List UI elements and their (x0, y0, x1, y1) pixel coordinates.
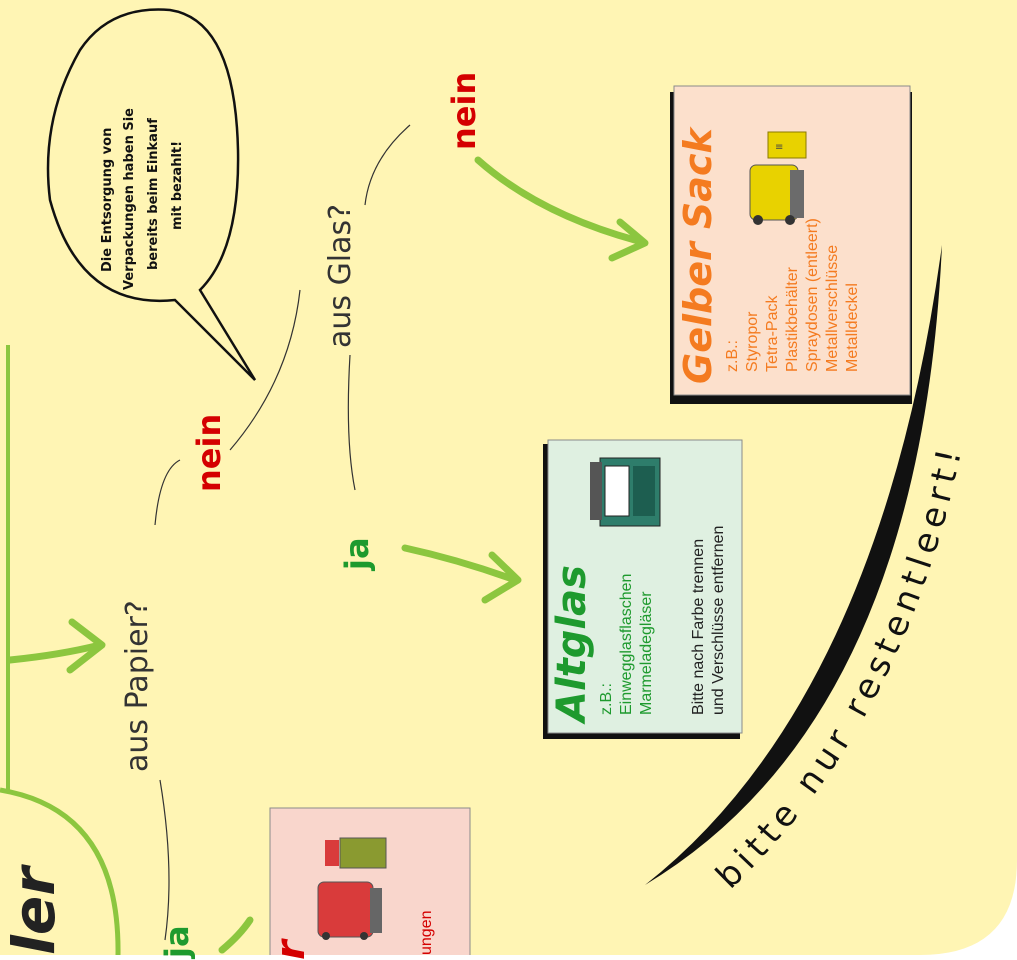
altglas-note-2: und Verschlüsse entfernen (710, 525, 727, 715)
altglas-title: Altglas (549, 565, 595, 722)
green-bin-icon (325, 837, 387, 869)
gelber-sack-item-3: Plastikbehälter (784, 267, 801, 372)
bubble-line-1: Die Entsorgung von (100, 127, 115, 272)
altglas-item-1: Einwegglasflaschen (618, 573, 635, 715)
gelber-sack-title: Gelber Sack (676, 128, 720, 384)
answer-nein-1: nein (190, 413, 228, 492)
gelber-sack-item-4: Spraydosen (entleert) (804, 218, 821, 372)
question-glass: aus Glas? (323, 203, 358, 348)
frame-curve (0, 787, 121, 955)
bubble-line-3: bereits beim Einkauf (146, 118, 161, 270)
gelber-sack-item-1: Styropor (744, 311, 761, 372)
answer-ja-2: ja (158, 925, 196, 958)
papier-card (269, 807, 471, 955)
red-bin-icon (317, 881, 382, 940)
svg-text:≡: ≡ (775, 142, 783, 153)
glass-container-icon (590, 457, 661, 527)
arrow-to-altglas (401, 544, 519, 584)
banner-swoosh (645, 245, 942, 885)
arrow-bottom-left (218, 916, 254, 954)
altglas-item-2: Marmeladegläser (638, 591, 655, 715)
connector-lines (154, 124, 411, 941)
yellow-bin-icon: ≡ (749, 131, 807, 225)
arrow-to-gelber-sack (474, 156, 646, 246)
gelber-sack-item-6: Metalldeckel (844, 283, 861, 372)
answer-ja-1: ja (338, 537, 376, 570)
arrow-to-papier (6, 641, 104, 664)
gelber-sack-item-2: Tetra-Pack (764, 295, 781, 372)
speech-bubble (46, 8, 257, 381)
question-paper: aus Papier? (120, 600, 155, 772)
altglas-note-1: Bitte nach Farbe trennen (690, 538, 707, 715)
altglas-card (543, 439, 743, 739)
altglas-zb: z.B.: (598, 682, 615, 715)
papier-text-fragment: ungen (418, 910, 435, 956)
bubble-line-2: Verpackungen haben Sie (122, 108, 137, 290)
gelber-sack-card: ≡ (670, 85, 912, 404)
partial-word: ler (0, 867, 68, 955)
gelber-sack-zb: z.B.: (724, 339, 741, 372)
answer-nein-2: nein (445, 71, 483, 150)
green-arrows (6, 156, 649, 954)
bubble-line-4: mit bezahlt! (170, 140, 185, 230)
gelber-sack-item-5: Metallverschlüsse (824, 244, 841, 372)
papier-title-fragment: r (268, 940, 314, 960)
